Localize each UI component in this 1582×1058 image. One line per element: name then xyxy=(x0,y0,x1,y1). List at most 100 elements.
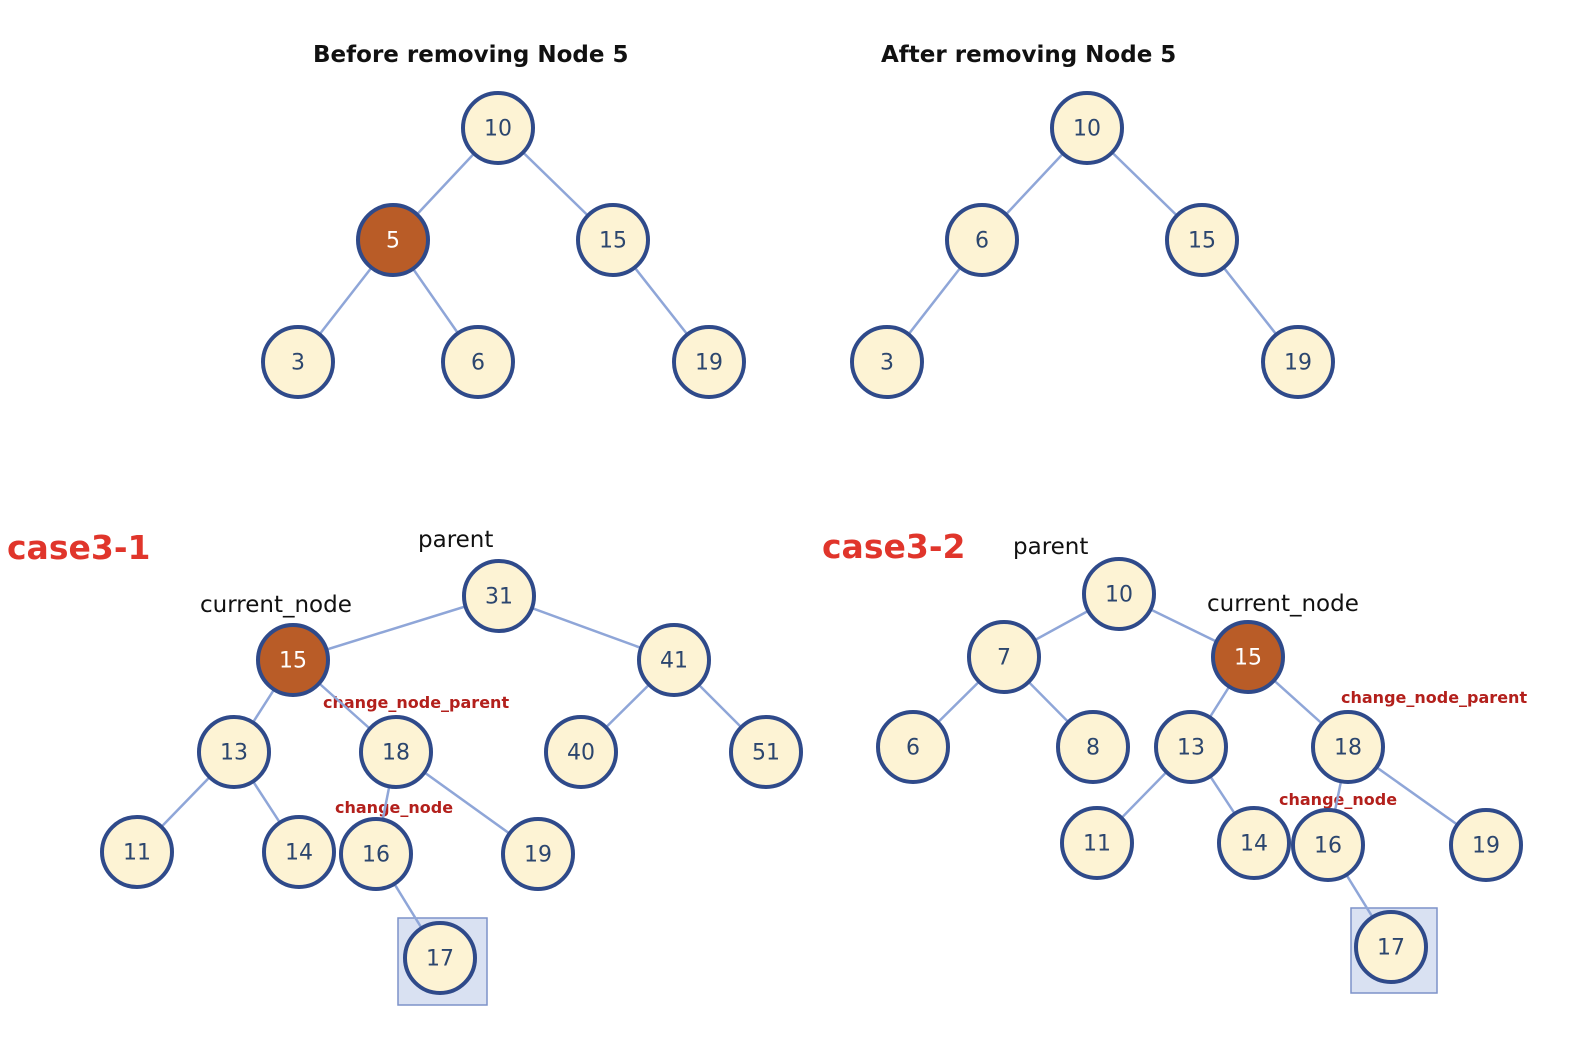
node-case3-1-19: 19 xyxy=(501,817,575,891)
node-circle xyxy=(1060,806,1134,880)
node-circle xyxy=(261,325,335,399)
node-value: 15 xyxy=(599,229,627,254)
node-value: 16 xyxy=(1314,834,1342,859)
node-case3-1-13: 13 xyxy=(197,715,271,789)
title-before: Before removing Node 5 xyxy=(313,42,628,68)
node-before-10: 10 xyxy=(461,91,535,165)
node-circle xyxy=(1291,808,1365,882)
node-circle-highlighted xyxy=(256,623,330,697)
node-circle xyxy=(441,325,515,399)
node-case3-2-11: 11 xyxy=(1060,806,1134,880)
node-before-19: 19 xyxy=(672,325,746,399)
node-circle xyxy=(1311,710,1385,784)
node-value: 14 xyxy=(285,841,313,866)
node-circle xyxy=(544,715,618,789)
node-case3-1-40: 40 xyxy=(544,715,618,789)
node-value: 16 xyxy=(362,843,390,868)
node-value: 40 xyxy=(567,741,595,766)
node-circle xyxy=(1165,203,1239,277)
node-value: 14 xyxy=(1240,832,1268,857)
node-circle xyxy=(1449,808,1523,882)
node-circle xyxy=(967,620,1041,694)
node-value: 19 xyxy=(1472,834,1500,859)
node-before-3: 3 xyxy=(261,325,335,399)
node-value: 18 xyxy=(382,741,410,766)
node-case3-2-15: 15 xyxy=(1211,620,1285,694)
node-circle xyxy=(850,325,924,399)
node-before-15: 15 xyxy=(576,203,650,277)
node-value: 3 xyxy=(291,351,305,376)
label-change-node-parent-case3-1: change_node_parent xyxy=(323,693,509,712)
node-value: 5 xyxy=(386,229,400,254)
node-circle xyxy=(729,715,803,789)
node-case3-1-18: 18 xyxy=(359,715,433,789)
node-value: 10 xyxy=(1105,583,1133,608)
node-case3-2-6: 6 xyxy=(876,710,950,784)
node-value: 19 xyxy=(695,351,723,376)
node-value: 41 xyxy=(660,649,688,674)
node-case3-1-41: 41 xyxy=(637,623,711,697)
node-circle xyxy=(576,203,650,277)
node-case3-2-19: 19 xyxy=(1449,808,1523,882)
label-parent-case3-1: parent xyxy=(418,527,493,553)
node-value: 31 xyxy=(485,585,513,610)
label-parent-case3-2: parent xyxy=(1013,534,1088,560)
node-circle xyxy=(1261,325,1335,399)
node-case3-2-17: 17 xyxy=(1354,910,1428,984)
node-case3-2-13: 13 xyxy=(1154,710,1228,784)
node-case3-2-8: 8 xyxy=(1056,710,1130,784)
label-current-node-case3-2: current_node xyxy=(1207,591,1359,617)
node-case3-1-17: 17 xyxy=(403,921,477,995)
node-case3-2-16: 16 xyxy=(1291,808,1365,882)
node-circle xyxy=(197,715,271,789)
node-value: 7 xyxy=(997,646,1011,671)
node-value: 6 xyxy=(471,351,485,376)
node-after-10: 10 xyxy=(1050,91,1124,165)
node-case3-1-11: 11 xyxy=(100,815,174,889)
node-circle xyxy=(100,815,174,889)
node-value: 15 xyxy=(1234,646,1262,671)
node-circle xyxy=(1154,710,1228,784)
case-label-3-1: case3-1 xyxy=(7,528,150,567)
node-value: 17 xyxy=(426,947,454,972)
node-circle xyxy=(876,710,950,784)
node-case3-2-10: 10 xyxy=(1082,557,1156,631)
node-circle xyxy=(359,715,433,789)
node-circle xyxy=(1050,91,1124,165)
node-circle xyxy=(1217,806,1291,880)
node-circle xyxy=(262,815,336,889)
node-case3-1-51: 51 xyxy=(729,715,803,789)
node-case3-2-7: 7 xyxy=(967,620,1041,694)
node-value: 11 xyxy=(1083,832,1111,857)
node-case3-1-31: 31 xyxy=(462,559,536,633)
node-circle xyxy=(672,325,746,399)
node-value: 18 xyxy=(1334,736,1362,761)
node-circle xyxy=(1354,910,1428,984)
node-value: 3 xyxy=(880,351,894,376)
node-circle xyxy=(1056,710,1130,784)
node-value: 51 xyxy=(752,741,780,766)
node-before-6: 6 xyxy=(441,325,515,399)
node-before-5: 5 xyxy=(356,203,430,277)
node-value: 19 xyxy=(1284,351,1312,376)
node-value: 10 xyxy=(1073,117,1101,142)
label-current-node-case3-1: current_node xyxy=(200,592,352,618)
node-value: 17 xyxy=(1377,936,1405,961)
node-circle xyxy=(403,921,477,995)
title-after: After removing Node 5 xyxy=(881,42,1176,68)
node-circle xyxy=(461,91,535,165)
node-circle-highlighted xyxy=(1211,620,1285,694)
node-value: 10 xyxy=(484,117,512,142)
node-circle xyxy=(462,559,536,633)
node-after-6: 6 xyxy=(945,203,1019,277)
node-case3-1-15: 15 xyxy=(256,623,330,697)
node-value: 15 xyxy=(1188,229,1216,254)
node-after-15: 15 xyxy=(1165,203,1239,277)
node-circle xyxy=(1082,557,1156,631)
node-after-19: 19 xyxy=(1261,325,1335,399)
node-value: 19 xyxy=(524,843,552,868)
node-case3-1-14: 14 xyxy=(262,815,336,889)
node-circle-highlighted xyxy=(356,203,430,277)
label-change-node-case3-1: change_node xyxy=(335,798,453,817)
